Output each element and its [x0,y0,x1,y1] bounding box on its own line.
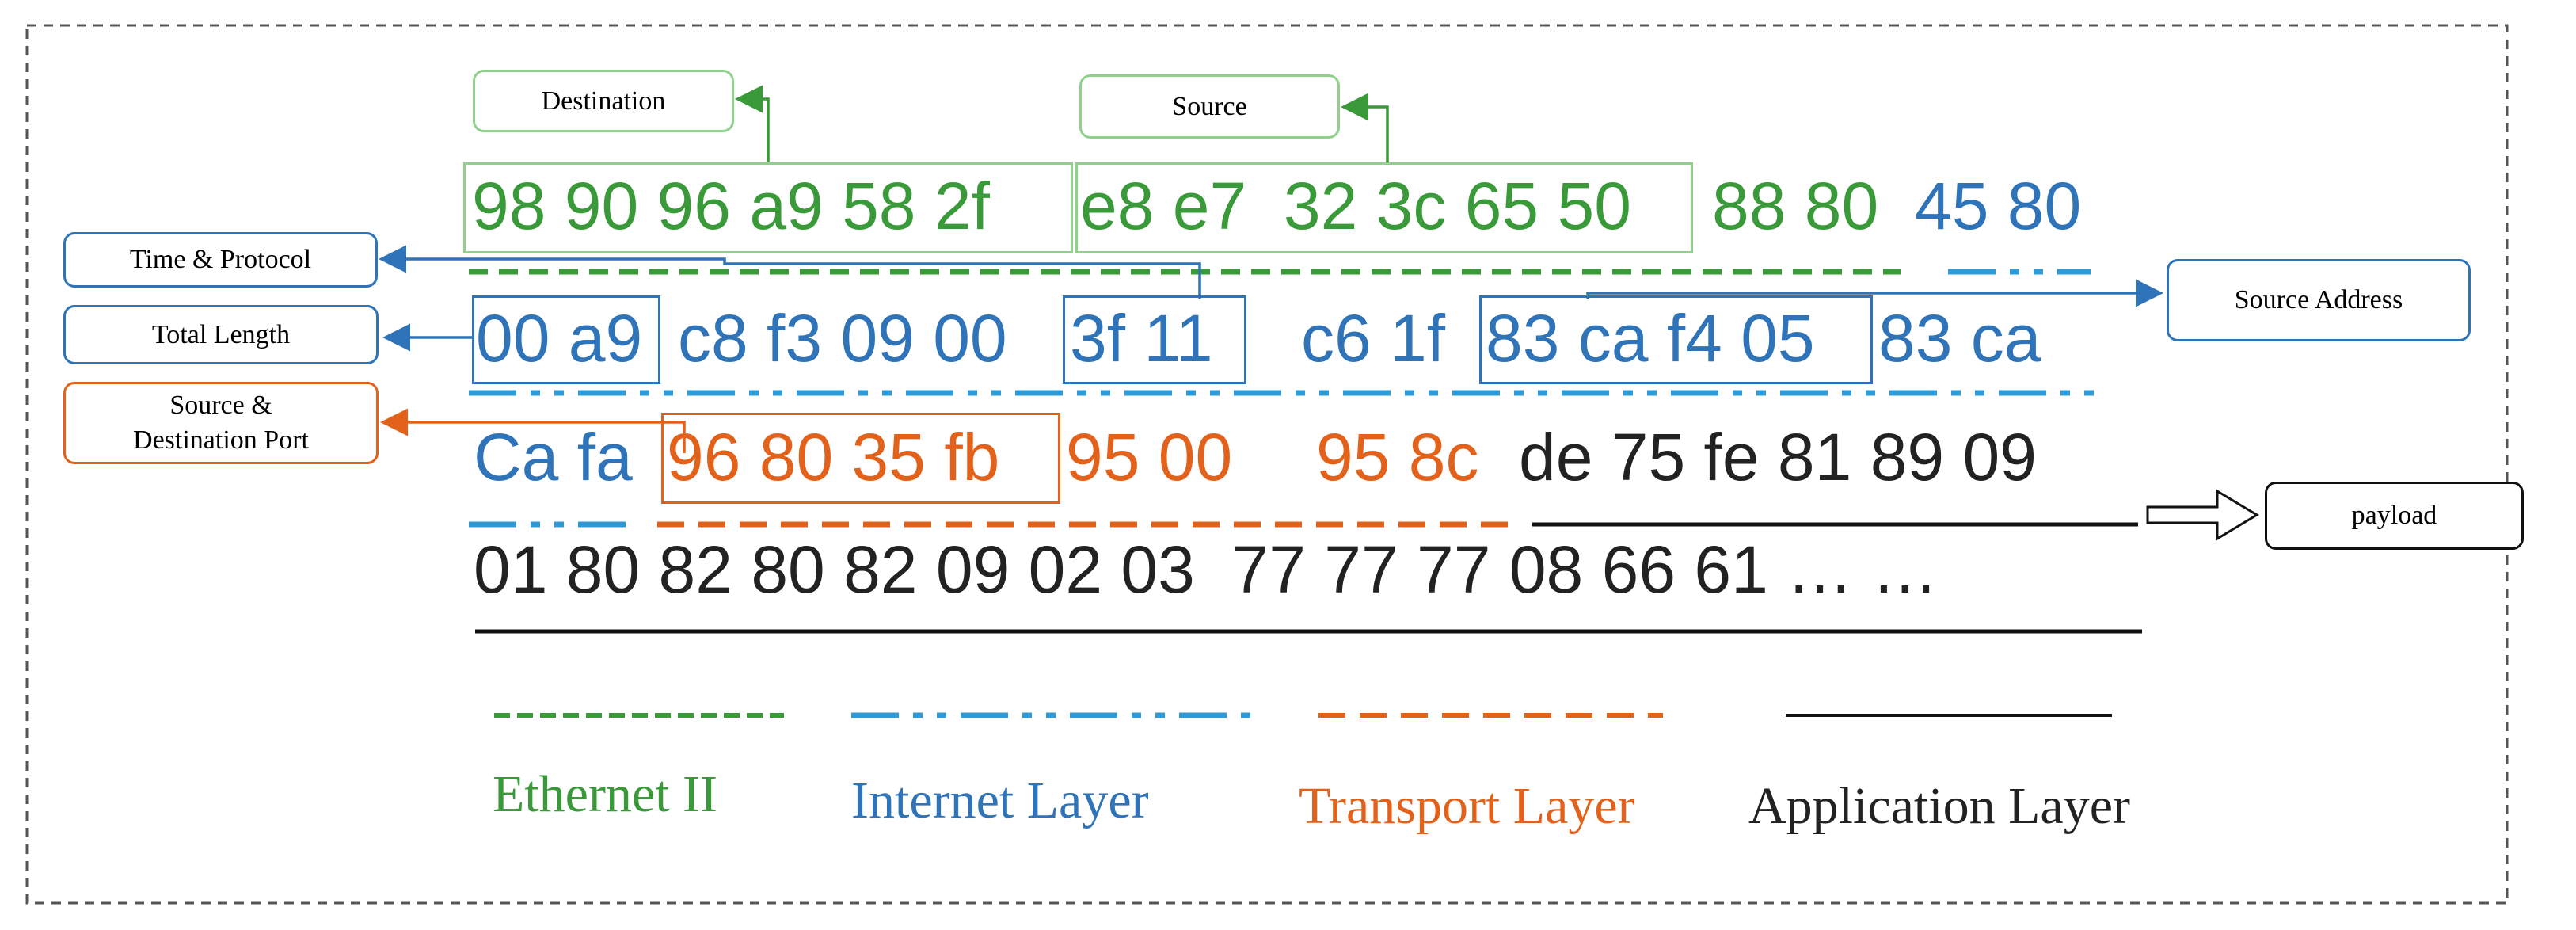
legend-ethernet-label: Ethernet II [493,765,718,823]
hex-ip-version: 45 80 [1915,169,2082,243]
time-protocol-box [1063,295,1246,384]
legend-internet-label: Internet Layer [851,772,1149,829]
source-address-box [1479,295,1873,384]
hex-udp-checksum: 95 8c [1316,420,1479,494]
time-protocol-label: Time & Protocol [129,245,312,274]
hex-ttl-protocol: 3f 11 [1070,301,1213,375]
hex-payload-continued: 01 80 82 80 82 09 02 03 77 77 77 08 66 6… [474,532,1939,607]
legend-transport-label: Transport Layer [1299,777,1635,835]
destination-callout: Destination [473,70,734,132]
ports-label-line2: Destination Port [133,425,309,455]
hex-source-address: 83 ca f4 05 [1486,301,1815,375]
total-length-callout: Total Length [63,305,379,364]
ports-callout: Source & Destination Port [63,382,379,464]
hex-checksum: c6 1f [1301,301,1446,375]
hex-ports: 96 80 35 fb [667,420,1000,494]
destination-arrow [735,85,770,163]
payload-callout: payload [2265,482,2524,550]
legend-application-label: Application Layer [1748,777,2130,835]
destination-label: Destination [541,86,666,116]
time-protocol-callout: Time & Protocol [63,232,378,288]
hex-ethertype: 88 80 [1712,169,1879,243]
hex-dest-address-start: 83 ca [1878,301,2041,375]
hex-total-length: 00 a9 [476,301,643,375]
ports-label-line1: Source & [169,391,272,420]
hex-source: e8 e7 32 3c 65 50 [1080,169,1631,243]
ports-box [661,413,1060,504]
hex-payload-start: de 75 fe 81 89 09 [1519,420,2037,494]
hex-id-flags: c8 f3 09 00 [678,301,1007,375]
total-length-label: Total Length [151,319,291,349]
ports-arrow [380,408,686,453]
hex-dest-address-end: Ca fa [474,420,633,494]
destination-mac-box [463,162,1073,253]
source-address-callout: Source Address [2167,259,2471,341]
source-address-label: Source Address [2234,285,2403,314]
source-arrow [1341,93,1389,163]
source-mac-box [1075,162,1693,253]
payload-label: payload [2351,501,2437,530]
source-label: Source [1172,91,1247,121]
hex-destination: 98 90 96 a9 58 2f [472,169,990,243]
source-callout: Source [1079,74,1340,139]
frame-border [25,24,2509,905]
total-length-box [472,295,660,384]
time-protocol-arrow [379,245,1201,299]
hex-udp-length: 95 00 [1066,420,1233,494]
payload-block-arrow [2146,489,2259,541]
